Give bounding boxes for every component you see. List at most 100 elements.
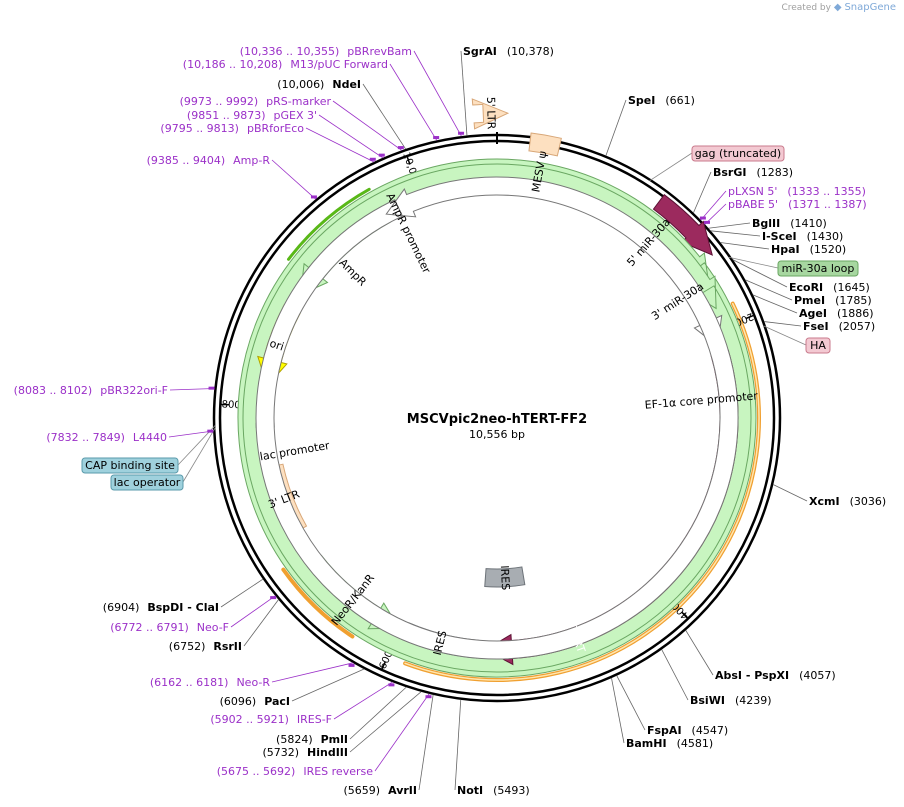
site-ecori[interactable]: EcoRI(1645)	[789, 281, 870, 294]
site-plxsn-5[interactable]: pLXSN 5'(1333 .. 1355)	[728, 185, 866, 198]
leader-ndei-left_labels	[362, 83, 407, 150]
box-mir-30a-loop[interactable]	[777, 260, 859, 277]
site-position: (9851 .. 9873)	[187, 109, 266, 122]
site-neo-r[interactable]: (6162 .. 6181)Neo-R	[150, 676, 270, 689]
site-position: (10,006)	[277, 78, 324, 91]
primer-mark-amp-r	[310, 195, 317, 199]
site-name: BsiWI	[690, 694, 725, 707]
tick-mark-2000	[745, 314, 754, 320]
site-position: (4581)	[677, 737, 714, 750]
leader-avrii-left_labels	[418, 694, 434, 791]
site-name: Amp-R	[233, 154, 270, 167]
site-l4440[interactable]: (7832 .. 7849)L4440	[46, 431, 167, 444]
primer-mark-pbabe-5	[703, 220, 710, 224]
site-xcmi[interactable]: XcmI(3036)	[809, 495, 886, 508]
leader-pbrrevbam-left_labels	[413, 50, 462, 137]
site-i-scei[interactable]: I-SceI(1430)	[762, 230, 843, 243]
leader-rsrii-left_labels	[243, 599, 279, 647]
site-pmei[interactable]: PmeI(1785)	[794, 294, 872, 307]
site-pmli[interactable]: (5824)PmlI	[276, 733, 348, 746]
site-pbrforeco[interactable]: (9795 .. 9813)pBRforEco	[160, 122, 304, 135]
site-position: (6904)	[103, 601, 140, 614]
site-hindiii[interactable]: (5732)HindIII	[262, 746, 348, 759]
leader-i-scei-right_labels	[710, 230, 761, 237]
primer-mark-l4440	[207, 429, 214, 433]
site-position: (5902 .. 5921)	[210, 713, 289, 726]
feature-mesv[interactable]	[528, 132, 562, 157]
site-pbabe-5[interactable]: pBABE 5'(1371 .. 1387)	[728, 198, 867, 211]
leader-pmli-left_labels	[349, 686, 407, 740]
site-position: (10,336 .. 10,355)	[240, 45, 340, 58]
site-bsiwi[interactable]: BsiWI(4239)	[690, 694, 772, 707]
feature-label-ori-11: ori	[268, 337, 286, 354]
feature-5-mir-30a[interactable]	[652, 193, 713, 256]
site-name: pBRforEco	[247, 122, 304, 135]
leader-neo-r-left_labels	[271, 662, 354, 683]
site-noti[interactable]: NotI(5493)	[457, 784, 530, 797]
site-avrii[interactable]: (5659)AvrII	[344, 784, 417, 797]
site-neo-f[interactable]: (6772 .. 6791)Neo-F	[110, 621, 229, 634]
leader-ecori-right_labels	[732, 259, 788, 288]
site-pbrrevbam[interactable]: (10,336 .. 10,355)pBRrevBam	[240, 45, 412, 58]
site-hpai[interactable]: HpaI(1520)	[771, 243, 846, 256]
site-agei[interactable]: AgeI(1886)	[799, 307, 874, 320]
site-sgrai[interactable]: SgrAI(10,378)	[463, 45, 554, 58]
site-position: (5675 .. 5692)	[217, 765, 296, 778]
site-bsrgi[interactable]: BsrGI(1283)	[713, 166, 793, 179]
leader-ires-reverse-left_labels	[374, 693, 430, 772]
box-cap-binding-site[interactable]	[81, 457, 179, 474]
feature-label-ires-7: IRES	[498, 565, 512, 590]
site-position: (1430)	[807, 230, 844, 243]
site-name: BglII	[752, 217, 780, 230]
orf-arc-orange-1-core	[404, 302, 760, 681]
site-position: (1333 .. 1355)	[787, 185, 866, 198]
site-rsrii[interactable]: (6752)RsrII	[169, 640, 242, 653]
site-prs-marker[interactable]: (9973 .. 9992)pRS-marker	[180, 95, 332, 108]
site-name: PmlI	[321, 733, 348, 746]
site-ires-reverse[interactable]: (5675 .. 5692)IRES reverse	[217, 765, 373, 778]
site-name: IRES-F	[297, 713, 332, 726]
site-absi[interactable]: AbsI - PspXI(4057)	[715, 669, 836, 682]
site-name-2: PspXI	[754, 669, 789, 682]
box-ha[interactable]	[805, 337, 831, 354]
site-bglii[interactable]: BglII(1410)	[752, 217, 827, 230]
site-fsei[interactable]: FseI(2057)	[803, 320, 875, 333]
site-name: M13/pUC Forward	[290, 58, 388, 71]
site-m13-puc-forward[interactable]: (10,186 .. 10,208)M13/pUC Forward	[183, 58, 388, 71]
leader-spei-right_labels	[605, 99, 627, 156]
site-name: SpeI	[628, 94, 655, 107]
site-amp-r[interactable]: (9385 .. 9404)Amp-R	[147, 154, 271, 167]
site-position: (5659)	[344, 784, 381, 797]
site-ires-f[interactable]: (5902 .. 5921) IRES-F	[210, 713, 332, 726]
site-paci[interactable]: (6096)PacI	[220, 695, 290, 708]
site-spei[interactable]: SpeI(661)	[628, 94, 695, 107]
site-name: NotI	[457, 784, 483, 797]
site-name: pBABE 5'	[728, 198, 778, 211]
site-bamhi[interactable]: BamHI(4581)	[626, 737, 713, 750]
box-lac-operator[interactable]	[110, 474, 184, 491]
feature-ires[interactable]	[484, 566, 526, 588]
site-position: (7832 .. 7849)	[46, 431, 125, 444]
site-pgex-3[interactable]: (9851 .. 9873)pGEX 3'	[187, 109, 317, 122]
leader-paci-left_labels	[291, 668, 365, 702]
site-ndei[interactable]: (10,006)NdeI	[277, 78, 361, 91]
site-position: (6772 .. 6791)	[110, 621, 189, 634]
site-labels: SgrAI(10,378) SpeI(661) BsrGI(1283) pLXSN 5…	[14, 45, 886, 797]
primer-mark-pbr322ori-f	[208, 386, 215, 390]
site-name: HpaI	[771, 243, 800, 256]
primer-mark-pbrforeco	[369, 157, 376, 161]
site-name: Neo-R	[236, 676, 270, 689]
site-position: (2057)	[839, 320, 876, 333]
feature-5-ltr[interactable]	[471, 98, 510, 130]
tick-mark-4000	[681, 611, 688, 619]
site-bspdi[interactable]: (6904)BspDI - ClaI	[103, 601, 219, 614]
leader-amp-r-left_labels	[271, 159, 317, 200]
feature-ampr-promoter[interactable]	[255, 176, 739, 660]
site-position: (4547)	[692, 724, 729, 737]
site-position: (6096)	[220, 695, 257, 708]
site-pbr322ori-f[interactable]: (8083 .. 8102)pBR322ori-F	[14, 384, 168, 397]
site-name: pBR322ori-F	[100, 384, 168, 397]
tick-mark-6000	[381, 661, 387, 670]
site-fspai[interactable]: FspAI(4547)	[647, 724, 728, 737]
box-gag-truncated[interactable]	[691, 145, 785, 162]
